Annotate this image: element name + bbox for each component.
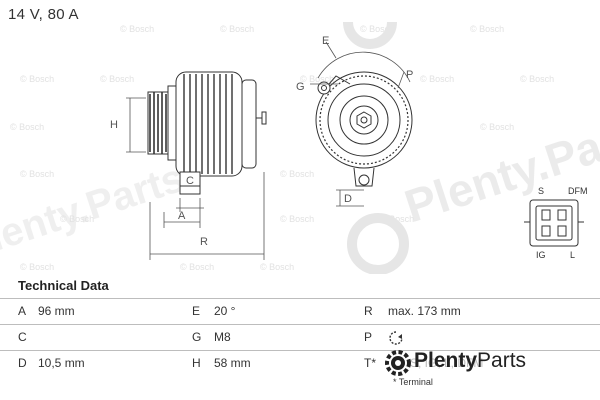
svg-text:© Bosch: © Bosch xyxy=(20,262,54,272)
svg-text:© Bosch: © Bosch xyxy=(60,214,94,224)
dim-label-p: P xyxy=(406,69,413,81)
svg-text:© Bosch: © Bosch xyxy=(480,122,514,132)
technical-drawing: © Bosch © Bosch © Bosch © Bosch © Bosch … xyxy=(10,22,588,274)
spec-value: 10,5 mm xyxy=(38,356,85,370)
spec-value: 96 mm xyxy=(38,304,75,318)
spec-value: 20 ° xyxy=(214,304,236,318)
technical-data-title: Technical Data xyxy=(18,278,109,293)
spec-row: C G M8 P xyxy=(0,324,600,351)
gear-icon xyxy=(385,350,411,376)
svg-text:© Bosch: © Bosch xyxy=(20,169,54,179)
svg-text:© Bosch: © Bosch xyxy=(520,74,554,84)
dim-label-a: A xyxy=(178,210,186,222)
svg-text:© Bosch: © Bosch xyxy=(10,122,44,132)
svg-text:© Bosch: © Bosch xyxy=(470,24,504,34)
spec-key: R xyxy=(364,304,373,318)
logo-wordmark: PlentyParts xyxy=(414,349,526,373)
watermark-brand-row: © Bosch © Bosch © Bosch © Bosch © Bosch … xyxy=(10,24,554,272)
dim-label-d: D xyxy=(344,193,352,205)
svg-text:© Bosch: © Bosch xyxy=(380,214,414,224)
svg-text:© Bosch: © Bosch xyxy=(260,262,294,272)
connector-label-dfm: DFM xyxy=(568,186,588,196)
spec-key: P xyxy=(364,330,373,344)
spec-row: D 10,5 mm H 58 mm T* S, IG, L, DFM xyxy=(0,350,600,377)
spec-row: A 96 mm E 20 ° R max. 173 mm xyxy=(0,298,600,325)
svg-text:© Bosch: © Bosch xyxy=(360,24,394,34)
svg-text:© Bosch: © Bosch xyxy=(120,24,154,34)
front-dimensions xyxy=(126,97,265,260)
dim-label-e: E xyxy=(322,35,329,47)
svg-text:© Bosch: © Bosch xyxy=(20,74,54,84)
svg-text:© Bosch: © Bosch xyxy=(180,262,214,272)
svg-text:© Bosch: © Bosch xyxy=(280,214,314,224)
connector-diagram xyxy=(524,199,584,247)
dim-label-g: G xyxy=(296,81,305,93)
spec-key: A xyxy=(18,304,27,318)
dim-label-c: C xyxy=(186,175,194,187)
watermark-disc xyxy=(343,22,409,274)
technical-data-header: Technical Data xyxy=(0,276,600,296)
page-title: 14 V, 80 A xyxy=(8,6,79,23)
side-dimension-labels: G E P D xyxy=(296,35,413,205)
front-view xyxy=(147,71,267,195)
spec-value: max. 173 mm xyxy=(388,304,461,318)
spec-value: M8 xyxy=(214,330,231,344)
side-view xyxy=(315,71,413,187)
svg-text:© Bosch: © Bosch xyxy=(420,74,454,84)
connector-labels: S DFM IG L xyxy=(536,186,588,260)
dim-label-h: H xyxy=(110,119,118,131)
front-dimension-labels: H C A R xyxy=(110,119,208,248)
connector-label-l: L xyxy=(570,250,575,260)
svg-text:© Bosch: © Bosch xyxy=(100,74,134,84)
spec-value: 58 mm xyxy=(214,356,251,370)
connector-label-s: S xyxy=(538,186,544,196)
spec-key: C xyxy=(18,330,27,344)
spec-key: T* xyxy=(364,356,376,370)
plentyparts-logo: PlentyParts xyxy=(384,346,594,380)
spec-value: S, IG, L, DFM xyxy=(410,356,484,370)
spec-key: D xyxy=(18,356,27,370)
logo-suffix: Parts xyxy=(477,349,527,372)
svg-text:© Bosch: © Bosch xyxy=(280,169,314,179)
logo-brand: Plenty xyxy=(414,349,478,372)
side-dimensions xyxy=(310,41,411,207)
connector-label-ig: IG xyxy=(536,250,546,260)
dim-label-r: R xyxy=(200,236,208,248)
spec-key: E xyxy=(192,304,201,318)
spec-key: G xyxy=(192,330,202,344)
terminal-footnote: * Terminal xyxy=(393,377,433,387)
rotation-direction-icon xyxy=(389,331,403,345)
spec-key: H xyxy=(192,356,201,370)
svg-text:© Bosch: © Bosch xyxy=(220,24,254,34)
svg-text:© Bosch: © Bosch xyxy=(300,74,334,84)
